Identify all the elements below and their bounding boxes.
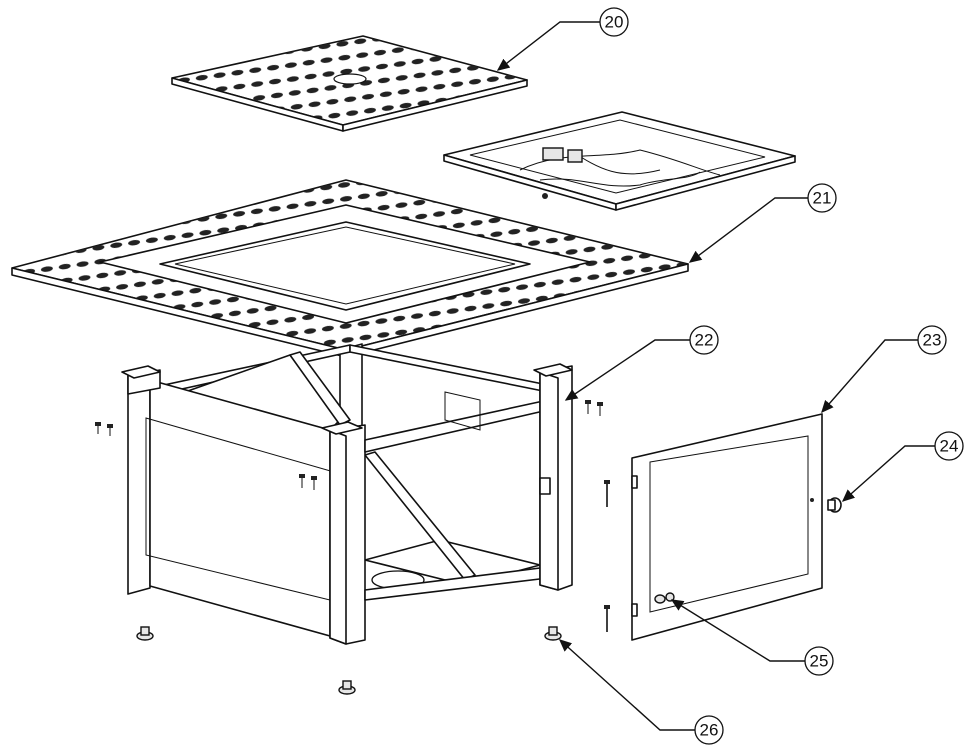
hinge-pins <box>604 480 610 632</box>
svg-text:20: 20 <box>605 13 624 32</box>
svg-text:26: 26 <box>700 721 719 740</box>
svg-text:24: 24 <box>940 437 959 456</box>
door-knob <box>827 497 842 513</box>
door-panel <box>631 413 823 641</box>
svg-text:25: 25 <box>810 652 829 671</box>
base-frame <box>121 343 573 645</box>
callout-22: 22 <box>689 325 719 355</box>
bolts-left <box>95 400 603 490</box>
callout-25: 25 <box>804 646 834 676</box>
svg-text:23: 23 <box>923 331 942 350</box>
grate-lid <box>171 35 528 132</box>
callout-26: 26 <box>694 715 724 745</box>
callout-23: 23 <box>917 325 947 355</box>
door-latch <box>654 592 675 604</box>
callout-24: 24 <box>934 431 964 461</box>
callout-21: 21 <box>807 183 837 213</box>
leveling-feet <box>136 626 562 695</box>
svg-text:21: 21 <box>813 189 832 208</box>
callout-20: 20 <box>599 7 629 37</box>
svg-text:22: 22 <box>695 331 714 350</box>
table-top <box>11 179 689 358</box>
leader-lines <box>496 21 935 731</box>
burner-pan <box>443 111 796 211</box>
